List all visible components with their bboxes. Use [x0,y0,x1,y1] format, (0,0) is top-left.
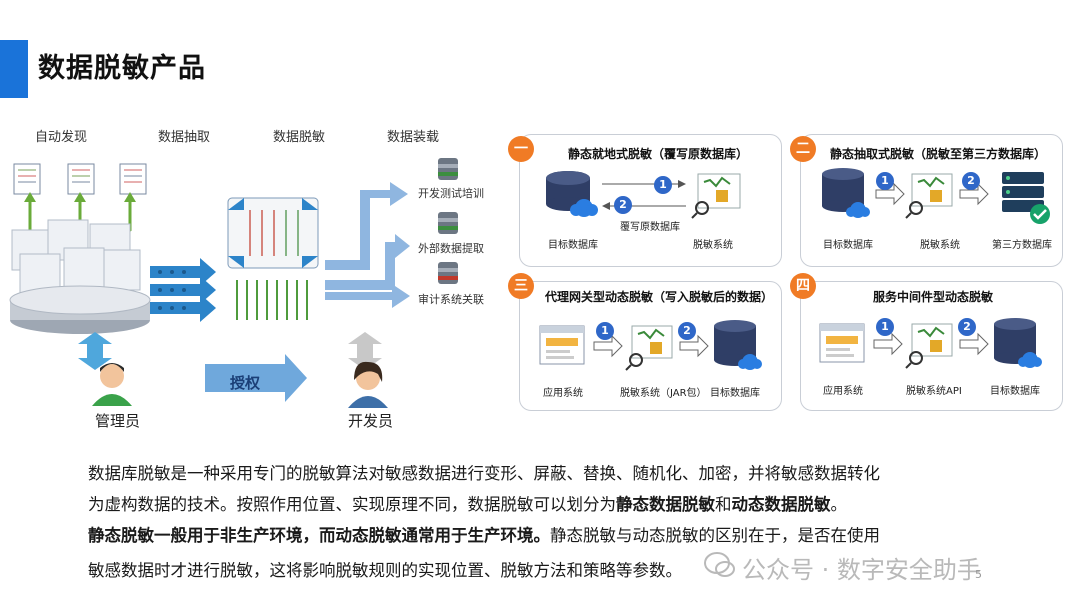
paragraph-text: 。 [830,495,848,514]
step-label-mask: 数据脱敏 [273,130,326,145]
card-badge: 四 [790,273,816,299]
load-arrows [325,182,410,308]
node-label: 脱敏系统 [920,240,960,251]
application-window-icon [819,323,865,363]
application-window-icon [539,325,585,365]
node-label: 应用系统 [823,386,863,397]
card-diagram [539,320,762,371]
paragraph-text: 数据库脱敏是一种采用专门的脱敏算法对敏感数据进行变形、屏蔽、替换、随机化、加密，… [88,464,880,483]
masked-data-grid [236,280,308,320]
paragraph-line: 为虚构数据的技术。按照作用位置、实现原理不同，数据脱敏可以划分为静态数据脱敏和动… [88,490,847,520]
emphasis-environment: 静态脱敏一般用于非生产环境，而动态脱敏通常用于生产环境。 [88,526,550,545]
admin-sync-arrow [78,332,112,370]
page-number: 5 [975,568,982,581]
target-label-audit: 审计系统关联 [418,293,484,306]
developer-avatar-icon [348,361,388,408]
data-sheets-stack [11,219,141,295]
paragraph-text: 为虚构数据的技术。按照作用位置、实现原理不同，数据脱敏可以划分为 [88,495,616,514]
admin-avatar-icon [92,363,132,406]
step-number: 1 [876,172,894,190]
card-title: 静态就地式脱敏（覆写原数据库） [568,147,749,161]
arrow-label: 覆写原数据库 [620,222,680,233]
step-number: 2 [614,196,632,214]
masking-system-icon [905,323,953,369]
database-icon [438,158,458,180]
card-title: 代理网关型动态脱敏（写入脱敏后的数据） [545,290,774,304]
card-diagram [819,318,1042,369]
emphasis-static-masking: 静态数据脱敏 [616,495,715,514]
watermark-text: 公众号 · 数字安全助手 [742,556,981,584]
emphasis-dynamic-masking: 动态数据脱敏 [731,495,831,514]
admin-label: 管理员 [95,412,141,430]
document-icon [119,163,147,195]
wechat-icon [704,552,735,577]
third-party-database-icon [1002,172,1050,224]
node-label: 脱敏系统 [693,240,733,251]
step-number: 2 [962,172,980,190]
card-diagram [546,171,741,219]
database-icon [438,262,458,284]
node-label: 目标数据库 [990,386,1040,397]
node-label: 目标数据库 [823,240,873,251]
developer-label: 开发员 [348,412,394,430]
target-label-external: 外部数据提取 [418,242,484,255]
masking-system-icon [905,173,953,219]
masking-system-icon [625,325,673,371]
node-label: 应用系统 [543,388,583,399]
paragraph-text: 静态脱敏与动态脱敏的区别在于，是否在使用 [550,526,880,545]
step-label-load: 数据装载 [387,130,440,145]
paragraph-line: 数据库脱敏是一种采用专门的脱敏算法对敏感数据进行变形、屏蔽、替换、随机化、加密，… [88,459,880,489]
cloud-icon [570,199,598,217]
cloud-icon [1018,352,1042,368]
database-icon [438,212,458,234]
masking-engine-icon [227,197,319,269]
document-icon [67,163,95,195]
auth-label: 授权 [230,374,261,392]
card-badge: 一 [508,136,534,162]
page-title: 数据脱敏产品 [38,53,206,84]
database-icon [822,168,864,212]
paragraph-text: 和 [715,495,732,514]
auth-arrow [205,354,307,402]
dev-sync-arrow [348,332,382,370]
step-number: 2 [958,318,976,336]
step-number: 2 [678,322,696,340]
data-flow-diagram [9,158,458,408]
node-label: 脱敏系统API [906,386,962,397]
step-label-discover: 自动发现 [35,130,88,145]
card-title: 静态抽取式脱敏（脱敏至第三方数据库） [830,147,1047,161]
paragraph-line: 静态脱敏一般用于非生产环境，而动态脱敏通常用于生产环境。静态脱敏与动态脱敏的区别… [88,521,880,551]
card-diagram [822,168,1050,224]
masking-system-icon [691,173,741,219]
node-label: 目标数据库 [710,388,760,399]
node-label: 目标数据库 [548,240,598,251]
card-badge: 二 [790,136,816,162]
title-accent-bar [0,40,28,98]
paragraph-line: 敏感数据时才进行脱敏，这将影响脱敏规则的实现位置、脱敏方法和策略等参数。 [88,556,682,586]
node-label: 脱敏系统（JAR包） [620,388,707,399]
cloud-icon [846,202,870,218]
paragraph-text: 敏感数据时才进行脱敏，这将影响脱敏规则的实现位置、脱敏方法和策略等参数。 [88,561,682,580]
step-number: 1 [596,322,614,340]
card-badge: 三 [508,273,534,299]
cloud-icon [738,354,762,370]
document-icon [13,163,41,195]
step-label-extract: 数据抽取 [158,130,211,145]
card-title: 服务中间件型动态脱敏 [873,290,994,304]
database-server-icon [9,285,151,334]
step-number: 1 [654,176,672,194]
target-label-dev-test: 开发测试培训 [418,187,484,200]
step-number: 1 [876,318,894,336]
node-label: 第三方数据库 [992,240,1052,251]
